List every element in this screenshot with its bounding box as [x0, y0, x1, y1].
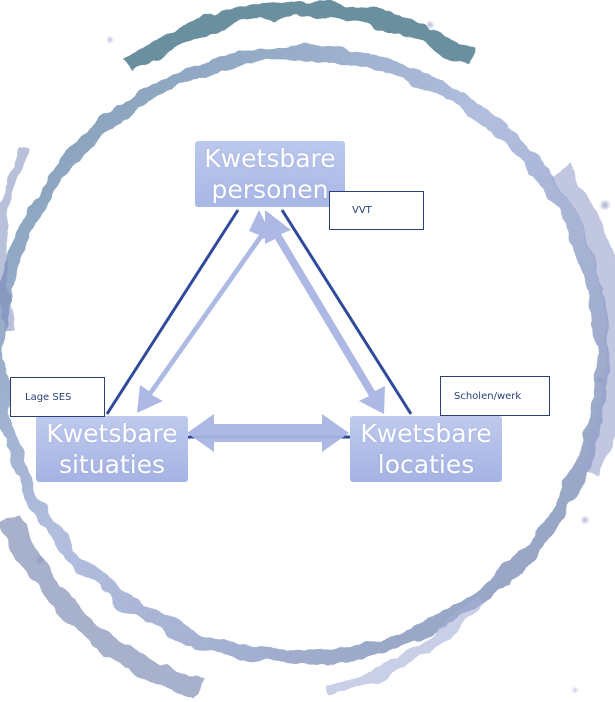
node-top-line1: Kwetsbare [204, 144, 336, 173]
tag-lage-ses-label: Lage SES [25, 391, 72, 403]
node-left-line1: Kwetsbare [46, 419, 178, 448]
node-kwetsbare-personen: Kwetsbare personen [195, 141, 345, 207]
node-left-line2: situaties [58, 450, 166, 479]
edge-line-left [105, 209, 240, 415]
node-right-line1: Kwetsbare [360, 419, 492, 448]
tag-scholen-werk: Scholen/werk [440, 376, 550, 416]
arrow-horizontal [187, 414, 349, 452]
node-top-line2: personen [211, 175, 329, 204]
node-kwetsbare-situaties: Kwetsbare situaties [36, 416, 188, 482]
node-right-line2: locaties [377, 450, 475, 479]
tag-lage-ses: Lage SES [10, 377, 105, 417]
tag-scholen-werk-label: Scholen/werk [454, 390, 522, 402]
tag-vvt: VVT [329, 191, 424, 230]
arrows [137, 210, 385, 452]
node-kwetsbare-locaties: Kwetsbare locaties [350, 416, 502, 482]
paint-splatter [37, 22, 609, 692]
arrow-top-right [265, 210, 385, 414]
tag-vvt-label: VVT [352, 205, 372, 216]
arrow-top-left [137, 210, 272, 413]
edge-line-right [280, 209, 413, 415]
